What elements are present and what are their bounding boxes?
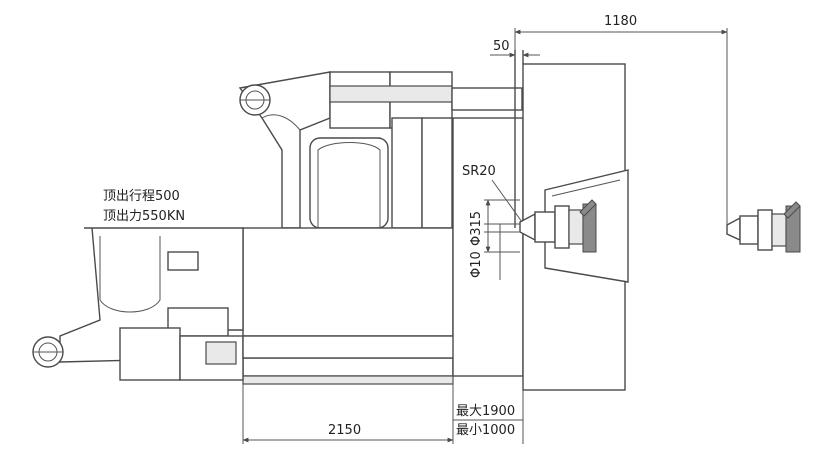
min-open-label: 最小1000 [456,423,515,438]
dim-50-label: 50 [493,39,510,54]
upper-pivot-icon [239,84,271,116]
dim-50: 50 [490,39,540,58]
sr20-label: SR20 [462,164,496,179]
moving-platen [242,227,454,385]
dim-2150-label: 2150 [328,423,361,438]
dim-1180-label: 1180 [604,14,637,29]
injection-nozzle-engaged [519,199,597,253]
lower-pivot-icon [32,336,64,368]
dim-1180: 1180 [514,14,728,225]
ejector-stroke-label: 顶出行程500 [103,189,180,204]
upper-tie-bar [451,87,523,111]
max-open-label: 最大1900 [456,404,515,419]
dim-nozzle: SR20 Φ315 Φ10 [462,164,523,280]
phi10-label: Φ10 [469,251,484,278]
dim-2150: 2150 [242,376,454,444]
phi315-label: Φ315 [469,211,484,246]
lower-toggle-arm [59,227,244,381]
upper-crosshead [329,71,453,229]
ejector-force-label: 顶出力550KN [103,209,185,224]
injection-nozzle-retracted [726,201,801,253]
